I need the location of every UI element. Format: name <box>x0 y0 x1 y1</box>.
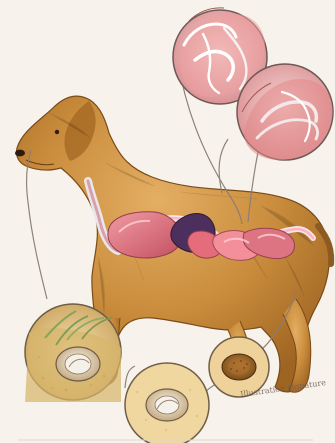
lower-magnified-inset <box>237 64 333 160</box>
egg-inset-middle <box>125 363 209 443</box>
dog-nose <box>15 150 25 157</box>
dog-eye <box>55 130 59 134</box>
soil-grass-inset <box>25 304 121 402</box>
egg-inset-right <box>209 337 269 397</box>
